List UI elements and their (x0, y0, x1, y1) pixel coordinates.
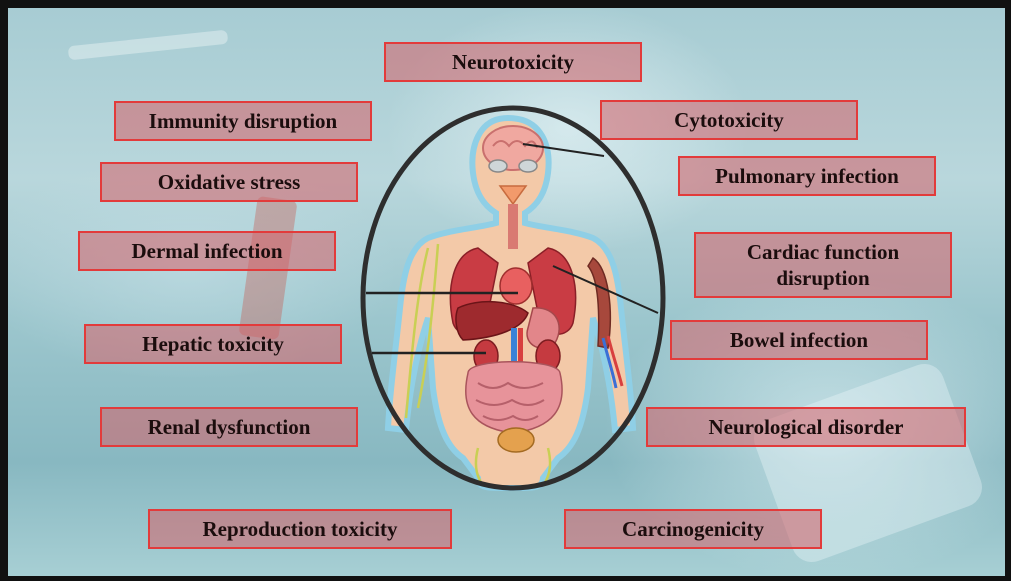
label-neurotoxicity: Neurotoxicity (384, 42, 642, 82)
label-reproduction-toxicity: Reproduction toxicity (148, 509, 452, 549)
label-bowel-infection: Bowel infection (670, 320, 928, 360)
label-cardiac-line2: disruption (776, 265, 869, 291)
label-pulmonary-infection: Pulmonary infection (678, 156, 936, 196)
label-oxidative-stress: Oxidative stress (100, 162, 358, 202)
label-cardiac-line1: Cardiac function (747, 239, 899, 265)
label-dermal-infection: Dermal infection (78, 231, 336, 271)
label-cytotoxicity: Cytotoxicity (600, 100, 858, 140)
label-hepatic-toxicity: Hepatic toxicity (84, 324, 342, 364)
label-neurological-disorder: Neurological disorder (646, 407, 966, 447)
heart-organ (500, 268, 532, 304)
label-immunity-disruption: Immunity disruption (114, 101, 372, 141)
label-cardiac-function-disruption: Cardiac function disruption (694, 232, 952, 298)
label-renal-dysfunction: Renal dysfunction (100, 407, 358, 447)
label-carcinogenicity: Carcinogenicity (564, 509, 822, 549)
